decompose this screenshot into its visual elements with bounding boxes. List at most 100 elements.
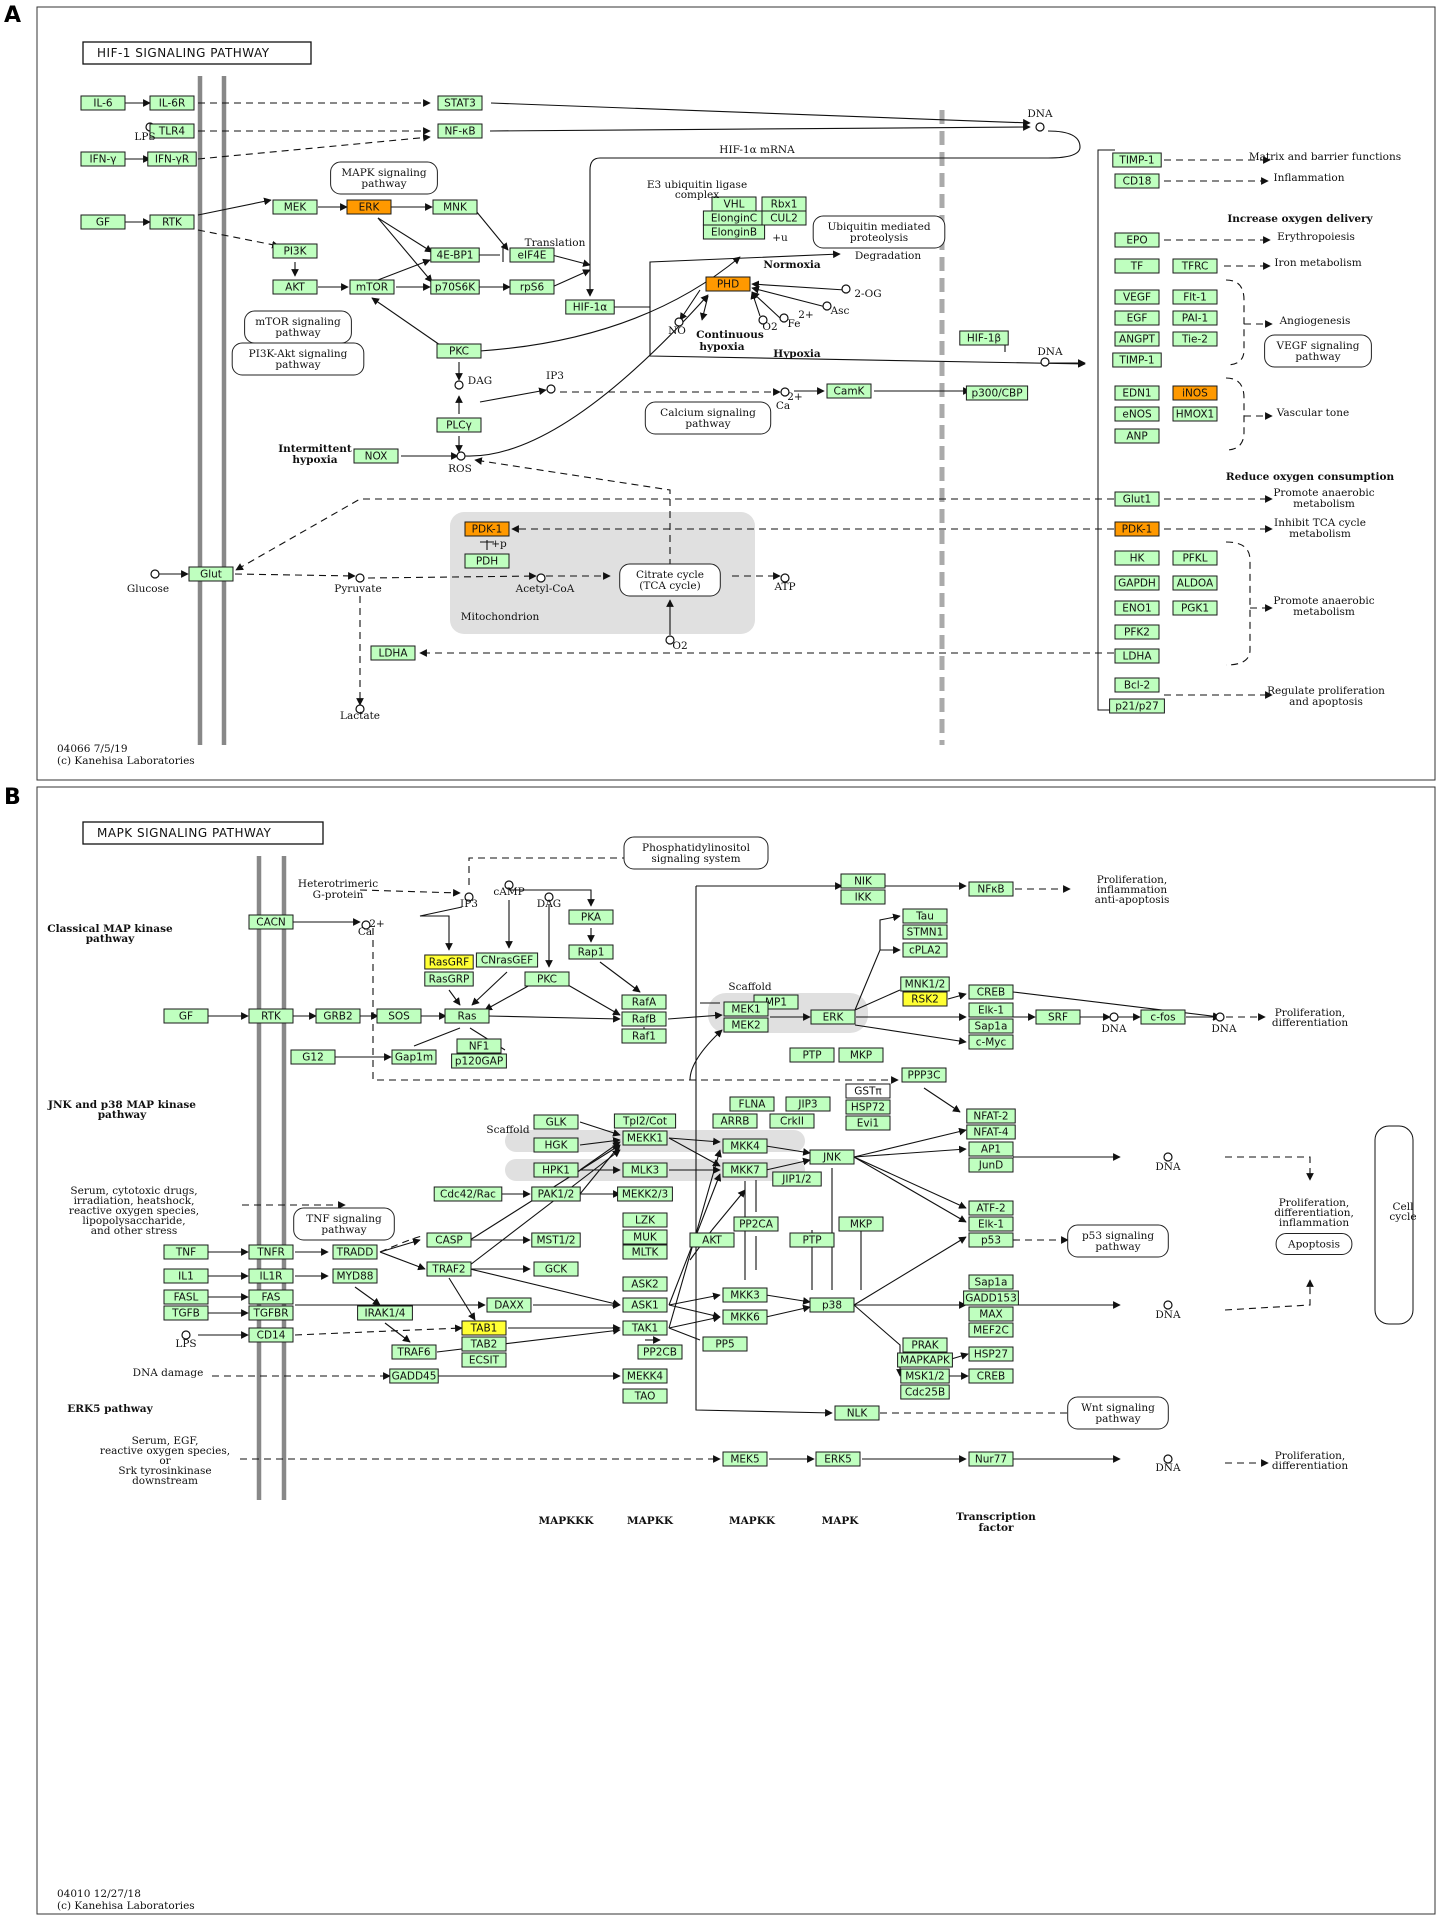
gene-node-erk[interactable]: ERK <box>346 199 392 215</box>
gene-node-irak1-4[interactable]: IRAK1/4 <box>357 1305 413 1321</box>
gene-node-myd88[interactable]: MYD88 <box>332 1268 378 1284</box>
gene-node-hif-1[interactable]: HIF-1β <box>959 330 1009 346</box>
gene-node-akt[interactable]: AKT <box>689 1232 735 1248</box>
gene-node-ptp[interactable]: PTP <box>789 1047 835 1063</box>
gene-node-mtor[interactable]: mTOR <box>349 279 395 295</box>
gene-node-erk[interactable]: ERK <box>810 1009 856 1025</box>
gene-node-jund[interactable]: JunD <box>968 1157 1014 1173</box>
gene-node-jip3[interactable]: JIP3 <box>785 1096 831 1112</box>
gene-node-p120gap[interactable]: p120GAP <box>451 1053 507 1069</box>
gene-node-epo[interactable]: EPO <box>1114 232 1160 248</box>
gene-node-il1[interactable]: IL1 <box>163 1268 209 1284</box>
gene-node-gst[interactable]: GSTπ <box>845 1083 891 1099</box>
gene-node-hpk1[interactable]: HPK1 <box>533 1162 579 1178</box>
gene-node-nik[interactable]: NIK <box>840 873 886 889</box>
gene-node-cd18[interactable]: CD18 <box>1114 173 1160 189</box>
gene-node-srf[interactable]: SRF <box>1035 1009 1081 1025</box>
gene-node-cdc42-rac[interactable]: Cdc42/Rac <box>433 1186 503 1202</box>
gene-node-muk[interactable]: MUK <box>622 1229 668 1245</box>
gene-node-ask1[interactable]: ASK1 <box>622 1297 668 1313</box>
gene-node-eif4e[interactable]: eIF4E <box>509 247 555 263</box>
gene-node-crkii[interactable]: CrkII <box>769 1113 815 1129</box>
gene-node-rsk2[interactable]: RSK2 <box>902 991 948 1007</box>
gene-node-mapkapk[interactable]: MAPKAPK <box>897 1352 953 1368</box>
gene-node-timp-1[interactable]: TIMP-1 <box>1112 352 1162 368</box>
gene-node-nfat-2[interactable]: NFAT-2 <box>966 1108 1016 1124</box>
gene-node-tab1[interactable]: TAB1 <box>461 1320 507 1336</box>
gene-node-il1r[interactable]: IL1R <box>248 1268 294 1284</box>
gene-node-tab2[interactable]: TAB2 <box>461 1336 507 1352</box>
gene-node-tlr4[interactable]: TLR4 <box>149 123 195 139</box>
gene-node-tf[interactable]: TF <box>1114 258 1160 274</box>
gene-node-tgfb[interactable]: TGFB <box>163 1305 209 1321</box>
gene-node-tradd[interactable]: TRADD <box>332 1244 378 1260</box>
gene-node-phd[interactable]: PHD <box>705 276 751 292</box>
gene-node-rtk[interactable]: RTK <box>248 1008 294 1024</box>
gene-node-grb2[interactable]: GRB2 <box>315 1008 361 1024</box>
gene-node-4e-bp1[interactable]: 4E-BP1 <box>430 247 480 263</box>
gene-node-mkk3[interactable]: MKK3 <box>722 1287 768 1303</box>
gene-node-pfkl[interactable]: PFKL <box>1172 550 1218 566</box>
gene-node-rafa[interactable]: RafA <box>621 994 667 1010</box>
gene-node-mek1[interactable]: MEK1 <box>723 1001 769 1017</box>
gene-node-pai-1[interactable]: PAI-1 <box>1172 310 1218 326</box>
gene-node-rafb[interactable]: RafB <box>621 1011 667 1027</box>
gene-node-mnk1-2[interactable]: MNK1/2 <box>900 976 950 992</box>
gene-node-mkk7[interactable]: MKK7 <box>722 1162 768 1178</box>
gene-node-glut1[interactable]: Glut1 <box>1114 491 1160 507</box>
gene-node-ldha[interactable]: LDHA <box>1114 648 1160 664</box>
gene-node-max[interactable]: MAX <box>968 1306 1014 1322</box>
gene-node-pp5[interactable]: PP5 <box>702 1336 748 1352</box>
gene-node-egf[interactable]: EGF <box>1114 310 1160 326</box>
gene-node-nox[interactable]: NOX <box>353 448 399 464</box>
gene-node-vegf[interactable]: VEGF <box>1114 289 1160 305</box>
gene-node-g12[interactable]: G12 <box>290 1049 336 1065</box>
gene-node-hmox1[interactable]: HMOX1 <box>1172 406 1218 422</box>
gene-node-c-fos[interactable]: c-fos <box>1140 1009 1186 1025</box>
gene-node-pkc[interactable]: PKC <box>524 971 570 987</box>
gene-node-cdc25b[interactable]: Cdc25B <box>900 1384 950 1400</box>
gene-node-atf-2[interactable]: ATF-2 <box>968 1200 1014 1216</box>
gene-node-timp-1[interactable]: TIMP-1 <box>1112 152 1162 168</box>
gene-node-nfat-4[interactable]: NFAT-4 <box>966 1124 1016 1140</box>
gene-node-traf2[interactable]: TRAF2 <box>426 1261 472 1277</box>
gene-node-flt-1[interactable]: Flt-1 <box>1172 289 1218 305</box>
gene-node-camk[interactable]: CamK <box>826 383 872 399</box>
gene-node-cul2[interactable]: CUL2 <box>761 210 807 226</box>
gene-node-cpla2[interactable]: cPLA2 <box>902 942 948 958</box>
gene-node-gck[interactable]: GCK <box>533 1261 579 1277</box>
gene-node-tnfr[interactable]: TNFR <box>248 1244 294 1260</box>
gene-node-gf[interactable]: GF <box>163 1008 209 1024</box>
gene-node-tgfbr[interactable]: TGFBR <box>248 1305 294 1321</box>
gene-node-mnk[interactable]: MNK <box>432 199 478 215</box>
gene-node-pdk-1[interactable]: PDK-1 <box>1114 521 1160 537</box>
gene-node-mekk1[interactable]: MEKK1 <box>622 1130 668 1146</box>
gene-node-fasl[interactable]: FASL <box>163 1289 209 1305</box>
gene-node-hsp27[interactable]: HSP27 <box>968 1346 1014 1362</box>
gene-node-tfrc[interactable]: TFRC <box>1172 258 1218 274</box>
gene-node-mkp[interactable]: MKP <box>838 1047 884 1063</box>
gene-node-pfk2[interactable]: PFK2 <box>1114 624 1160 640</box>
gene-node-inos[interactable]: iNOS <box>1172 385 1218 401</box>
gene-node-mst1-2[interactable]: MST1/2 <box>531 1232 581 1248</box>
gene-node-daxx[interactable]: DAXX <box>486 1297 532 1313</box>
gene-node-raf1[interactable]: Raf1 <box>621 1028 667 1044</box>
gene-node-hgk[interactable]: HGK <box>533 1137 579 1153</box>
gene-node-jnk[interactable]: JNK <box>809 1149 855 1165</box>
gene-node-mef2c[interactable]: MEF2C <box>968 1322 1014 1338</box>
gene-node-prak[interactable]: PRAK <box>902 1337 948 1353</box>
gene-node-p53[interactable]: p53 <box>968 1232 1014 1248</box>
gene-node-vhl[interactable]: VHL <box>711 196 757 212</box>
gene-node-cacn[interactable]: CACN <box>248 914 294 930</box>
gene-node-mekk4[interactable]: MEKK4 <box>622 1368 668 1384</box>
gene-node-anp[interactable]: ANP <box>1114 428 1160 444</box>
gene-node-gapdh[interactable]: GAPDH <box>1114 575 1160 591</box>
gene-node-tak1[interactable]: TAK1 <box>622 1320 668 1336</box>
gene-node-mek5[interactable]: MEK5 <box>722 1451 768 1467</box>
gene-node-jip1-2[interactable]: JIP1/2 <box>772 1171 822 1187</box>
gene-node-msk1-2[interactable]: MSK1/2 <box>900 1368 950 1384</box>
